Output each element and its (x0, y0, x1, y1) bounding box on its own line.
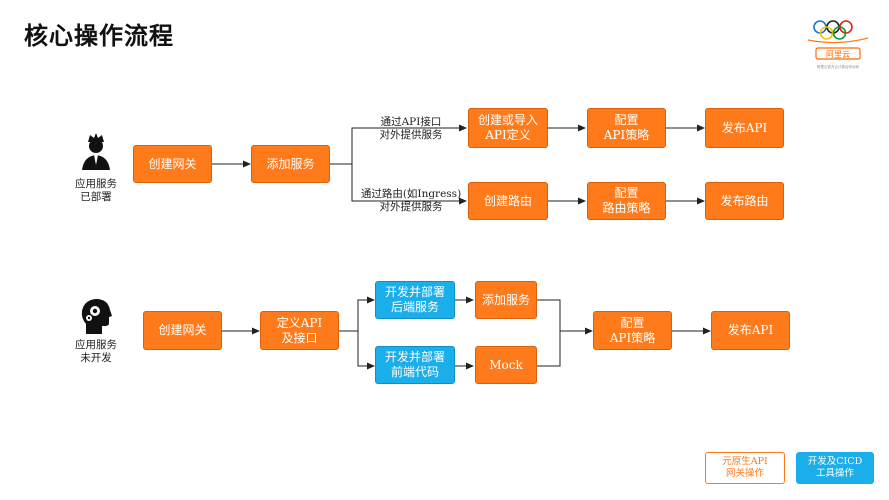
legend-devtools: 开发及CICD 工具操作 (796, 452, 874, 484)
merge-r2-bottom (537, 331, 561, 367)
branch-r1-bottom (351, 164, 467, 205)
branch-r2 (339, 296, 375, 332)
branch-label-route: 通过路由(如Ingress) 对外提供服务 (360, 188, 462, 213)
merge-r2 (537, 299, 593, 335)
create-gateway-step: 创建网关 (133, 145, 212, 183)
config-api-policy-step-2: 配置 API策略 (593, 311, 672, 350)
publish-api-step-2: 发布API (711, 311, 790, 350)
branch-r1 (330, 124, 467, 165)
mock-step: Mock (475, 346, 537, 384)
legend-native-gateway: 元原生API 网关操作 (705, 452, 785, 484)
add-service-step-2: 添加服务 (475, 281, 537, 319)
deploy-frontend-step: 开发并部署 前端代码 (375, 346, 455, 384)
define-api-step: 定义API 及接口 (260, 311, 339, 350)
create-gateway-step-2: 创建网关 (143, 311, 222, 350)
olympic-rings-icon: 阿里云 阿里云官方云计算合作伙伴 (807, 20, 869, 69)
config-api-policy-step: 配置 API策略 (587, 108, 666, 148)
create-import-api-step: 创建或导入 API定义 (468, 108, 548, 148)
actor-label-undeveloped: 应用服务 未开发 (75, 339, 117, 364)
branch-r2-bottom (357, 331, 375, 370)
logo-brand-text: 阿里云 (826, 50, 850, 59)
publish-api-step: 发布API (705, 108, 784, 148)
logo-tagline: 阿里云官方云计算合作伙伴 (817, 64, 859, 69)
add-service-step: 添加服务 (251, 145, 330, 183)
create-route-step: 创建路由 (468, 182, 548, 220)
deployed-user-icon (80, 132, 112, 172)
config-route-policy-step: 配置 路由策略 (587, 182, 666, 220)
page-title: 核心操作流程 (24, 22, 174, 50)
alibaba-cloud-logo: 阿里云 阿里云官方云计算合作伙伴 (806, 16, 870, 72)
deploy-backend-step: 开发并部署 后端服务 (375, 281, 455, 319)
undeveloped-head-gear-icon (80, 298, 112, 334)
publish-route-step: 发布路由 (705, 182, 784, 220)
branch-label-api: 通过API接口 对外提供服务 (379, 116, 443, 141)
actor-label-deployed: 应用服务 已部署 (75, 178, 117, 203)
